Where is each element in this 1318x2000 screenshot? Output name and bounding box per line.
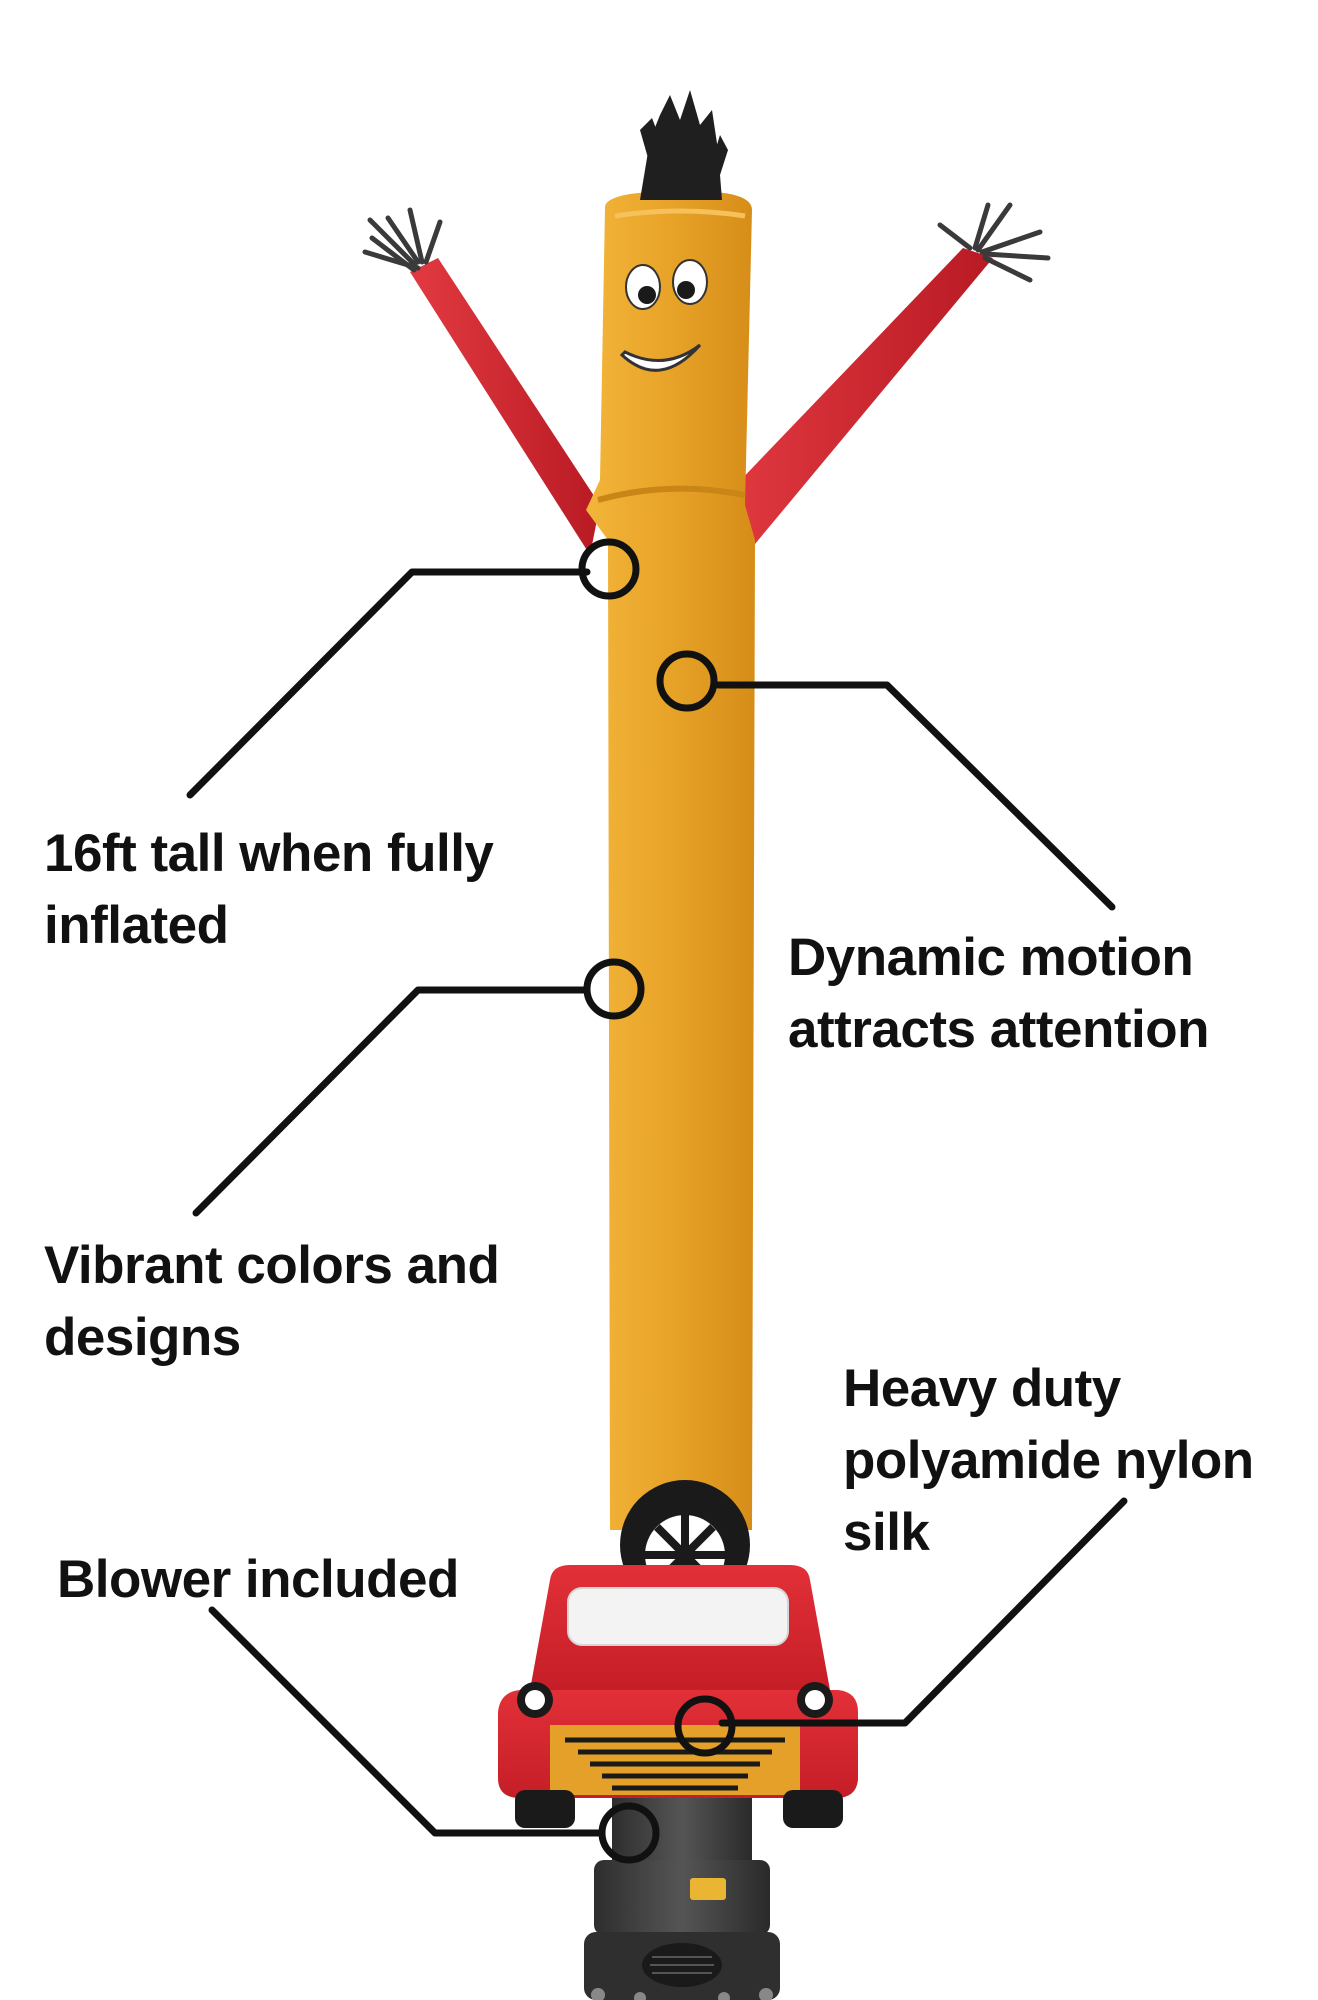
callout-dynamic-line2: attracts attention (788, 1000, 1209, 1059)
callout-tall-line2: inflated (44, 896, 229, 955)
marker-tall (578, 538, 640, 600)
callout-line-blower (208, 1606, 602, 1837)
marker-blower (598, 1802, 660, 1864)
left-arm (362, 207, 600, 555)
car-base (498, 1480, 858, 1828)
callout-blower-line1: Blower included (57, 1550, 459, 1609)
right-arm-streamers (937, 202, 1051, 283)
callout-line-tall (186, 568, 591, 799)
air-dancer-tube (586, 192, 755, 1530)
smiley-face (619, 259, 708, 372)
marker-vibrant (583, 958, 645, 1020)
callout-heavy-line1: Heavy duty (843, 1359, 1121, 1418)
callout-line-dynamic (714, 681, 1116, 911)
callout-heavy-line3: silk (843, 1503, 930, 1562)
callout-vibrant-line2: designs (44, 1308, 241, 1367)
callout-lines (186, 568, 1128, 1837)
top-streamers (640, 90, 728, 200)
callout-dynamic: Dynamic motion attracts attention (788, 922, 1209, 1066)
marker-heavy (674, 1695, 736, 1757)
marker-dynamic (656, 650, 718, 712)
right-arm (712, 202, 1051, 568)
callout-heavy: Heavy duty polyamide nylon silk (843, 1353, 1254, 1569)
callout-dynamic-line1: Dynamic motion (788, 928, 1194, 987)
callout-tall: 16ft tall when fully inflated (44, 818, 494, 962)
callout-line-heavy (718, 1497, 1128, 1727)
left-arm-streamers (362, 207, 443, 273)
callout-tall-line1: 16ft tall when fully (44, 824, 494, 883)
callout-blower: Blower included (57, 1544, 459, 1616)
callout-line-vibrant (192, 986, 590, 1217)
callout-vibrant-line1: Vibrant colors and (44, 1236, 500, 1295)
callout-vibrant: Vibrant colors and designs (44, 1230, 500, 1374)
callout-heavy-line2: polyamide nylon (843, 1431, 1254, 1490)
blower (584, 1795, 780, 2000)
callout-markers (578, 538, 736, 1864)
